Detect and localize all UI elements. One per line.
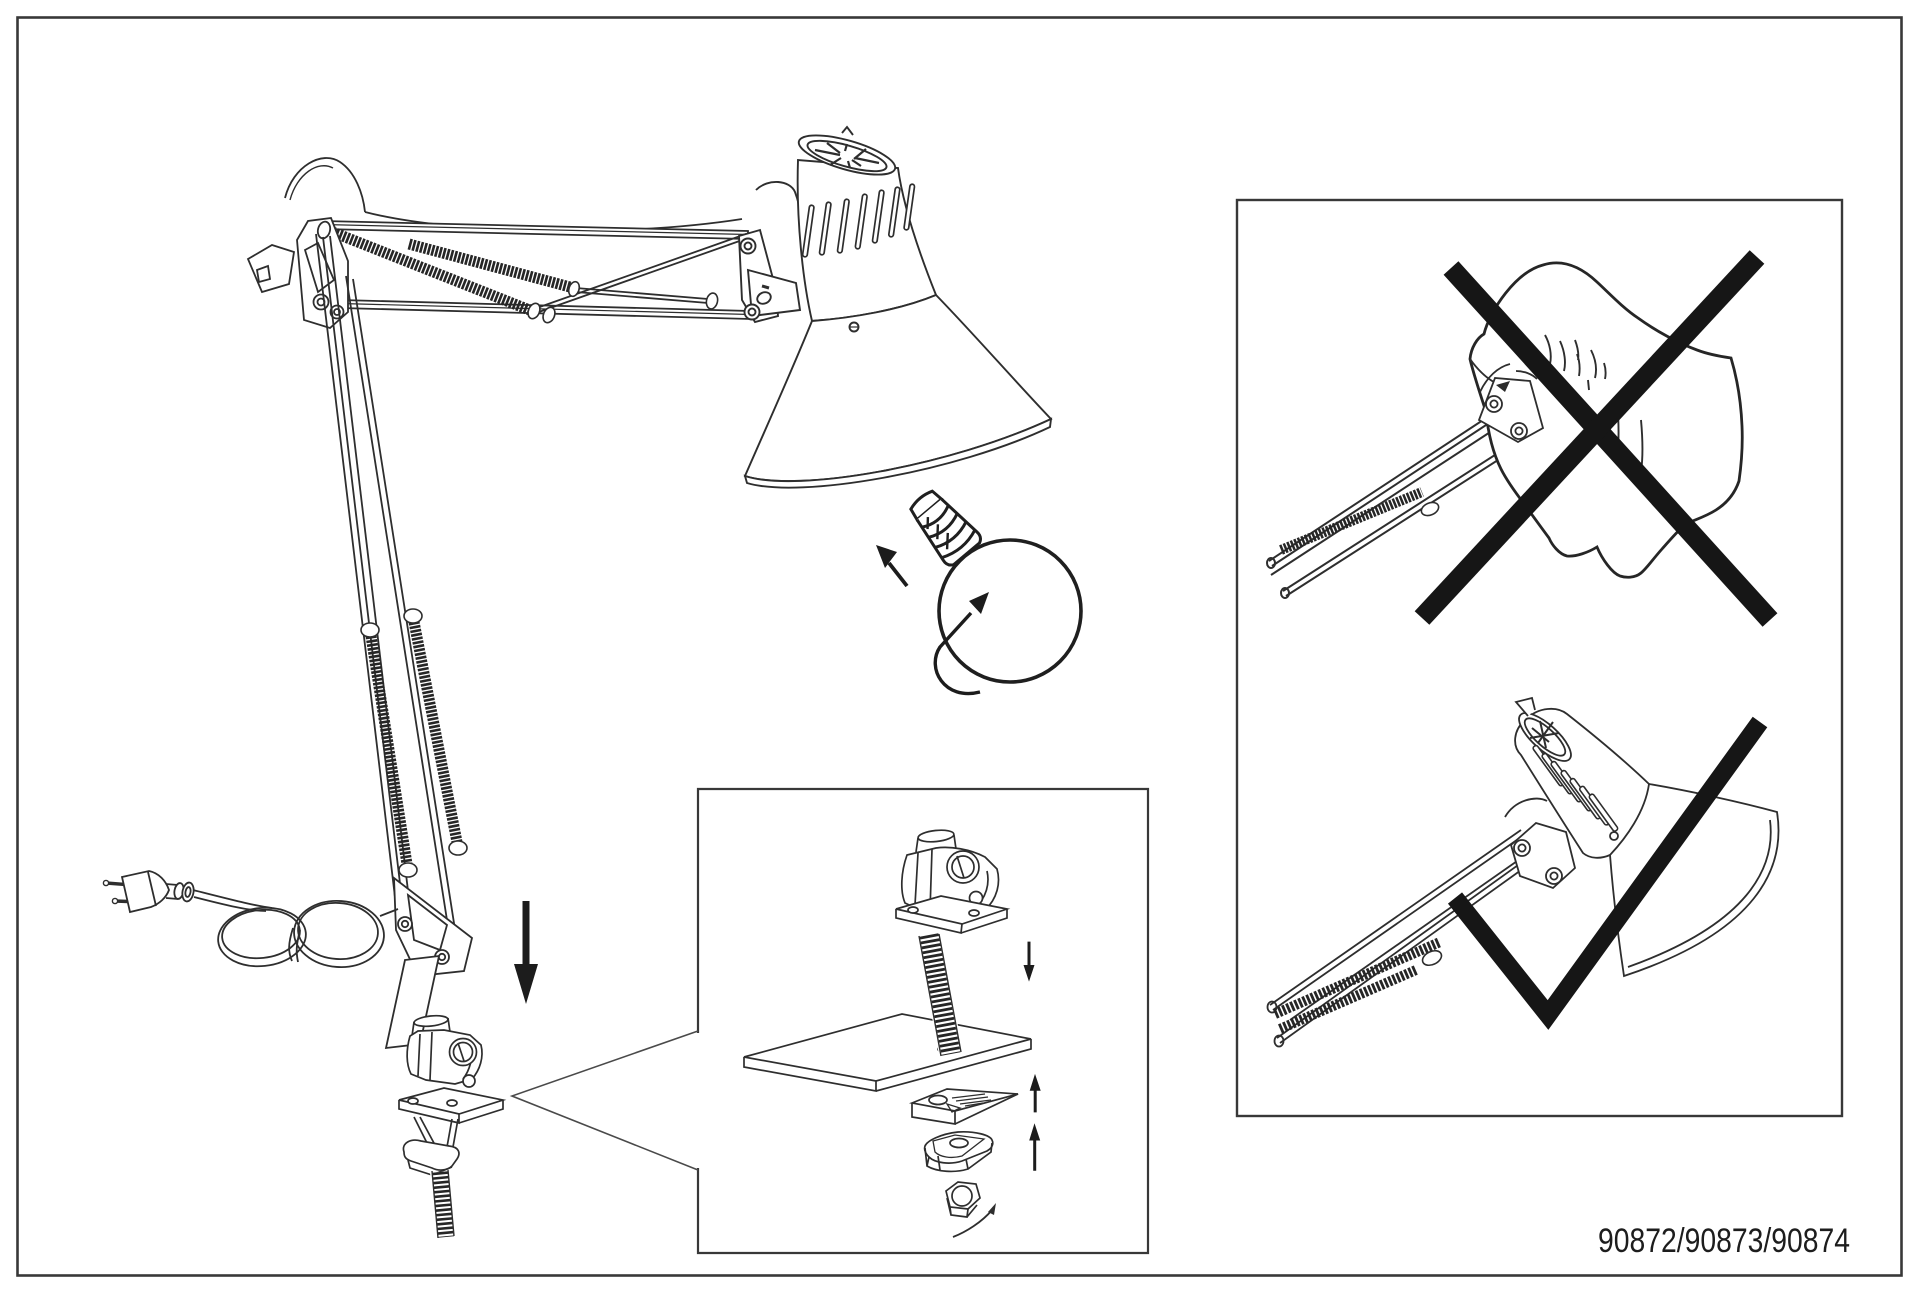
svg-text:90872/90873/90874: 90872/90873/90874 (1598, 1222, 1850, 1260)
